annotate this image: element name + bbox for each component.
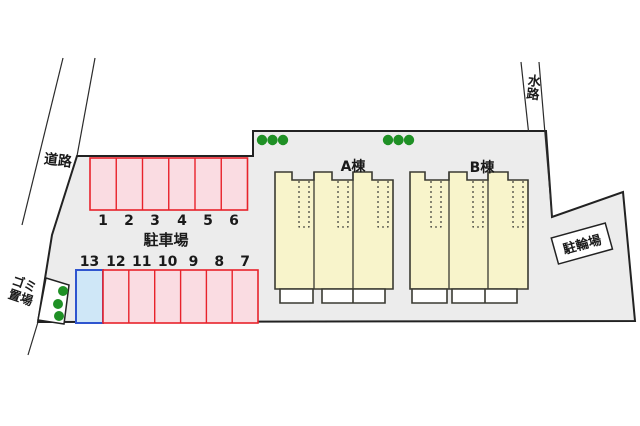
building-porches <box>279 288 518 304</box>
tree-icon <box>393 134 404 146</box>
svg-text:12: 12 <box>106 254 125 270</box>
tree-group-top-left <box>256 134 289 146</box>
svg-text:11: 11 <box>132 254 151 270</box>
tree-icon <box>382 134 394 146</box>
parking-row1-numbers: 1 2 3 4 5 6 <box>98 213 239 229</box>
waterway-line-left <box>520 61 530 132</box>
tree-group-garbage <box>53 286 68 321</box>
svg-text:1: 1 <box>98 213 108 229</box>
building-unit-dividers <box>313 172 489 289</box>
svg-text:10: 10 <box>158 254 178 270</box>
tree-icon <box>58 286 68 296</box>
parking-row1-dividers <box>115 158 222 210</box>
road-line-right <box>76 57 96 157</box>
parking-row2-dividers <box>128 270 233 323</box>
svg-text:8: 8 <box>214 254 224 270</box>
svg-text:5: 5 <box>203 213 213 229</box>
parking-row2-numbers: 13 12 11 10 9 8 7 <box>80 254 250 270</box>
road-line-extension <box>27 321 39 356</box>
road-label: 道路 <box>43 150 74 170</box>
svg-text:9: 9 <box>189 254 199 270</box>
waterway-line-right <box>538 61 553 218</box>
waterway-label: 水路 <box>523 73 541 101</box>
tree-group-top-right <box>382 134 415 146</box>
tree-icon <box>54 311 64 321</box>
building-a <box>274 171 394 290</box>
building-b <box>409 171 529 290</box>
building-dashed-overhangs <box>298 181 524 228</box>
parking-lot-label: 駐車場 <box>143 231 188 249</box>
svg-text:3: 3 <box>150 213 160 229</box>
tree-icon <box>267 134 278 146</box>
svg-text:2: 2 <box>124 213 134 229</box>
tree-icon <box>403 134 415 146</box>
garbage-area <box>37 277 70 325</box>
svg-text:4: 4 <box>177 213 187 229</box>
tree-icon <box>256 134 268 146</box>
building-a-label: A棟 <box>341 158 367 175</box>
garbage-label: ゴミ 置場 <box>6 273 38 309</box>
tree-icon <box>277 134 289 146</box>
tree-icon <box>53 299 63 309</box>
bicycle-parking-box: 駐輪場 <box>550 222 614 265</box>
svg-text:13: 13 <box>80 254 99 270</box>
svg-text:水路: 水路 <box>523 73 541 101</box>
building-b-label: B棟 <box>470 159 496 176</box>
svg-text:6: 6 <box>229 213 239 229</box>
parking-space-13 <box>75 269 104 324</box>
road-line-left <box>21 57 64 226</box>
svg-text:7: 7 <box>240 254 250 270</box>
